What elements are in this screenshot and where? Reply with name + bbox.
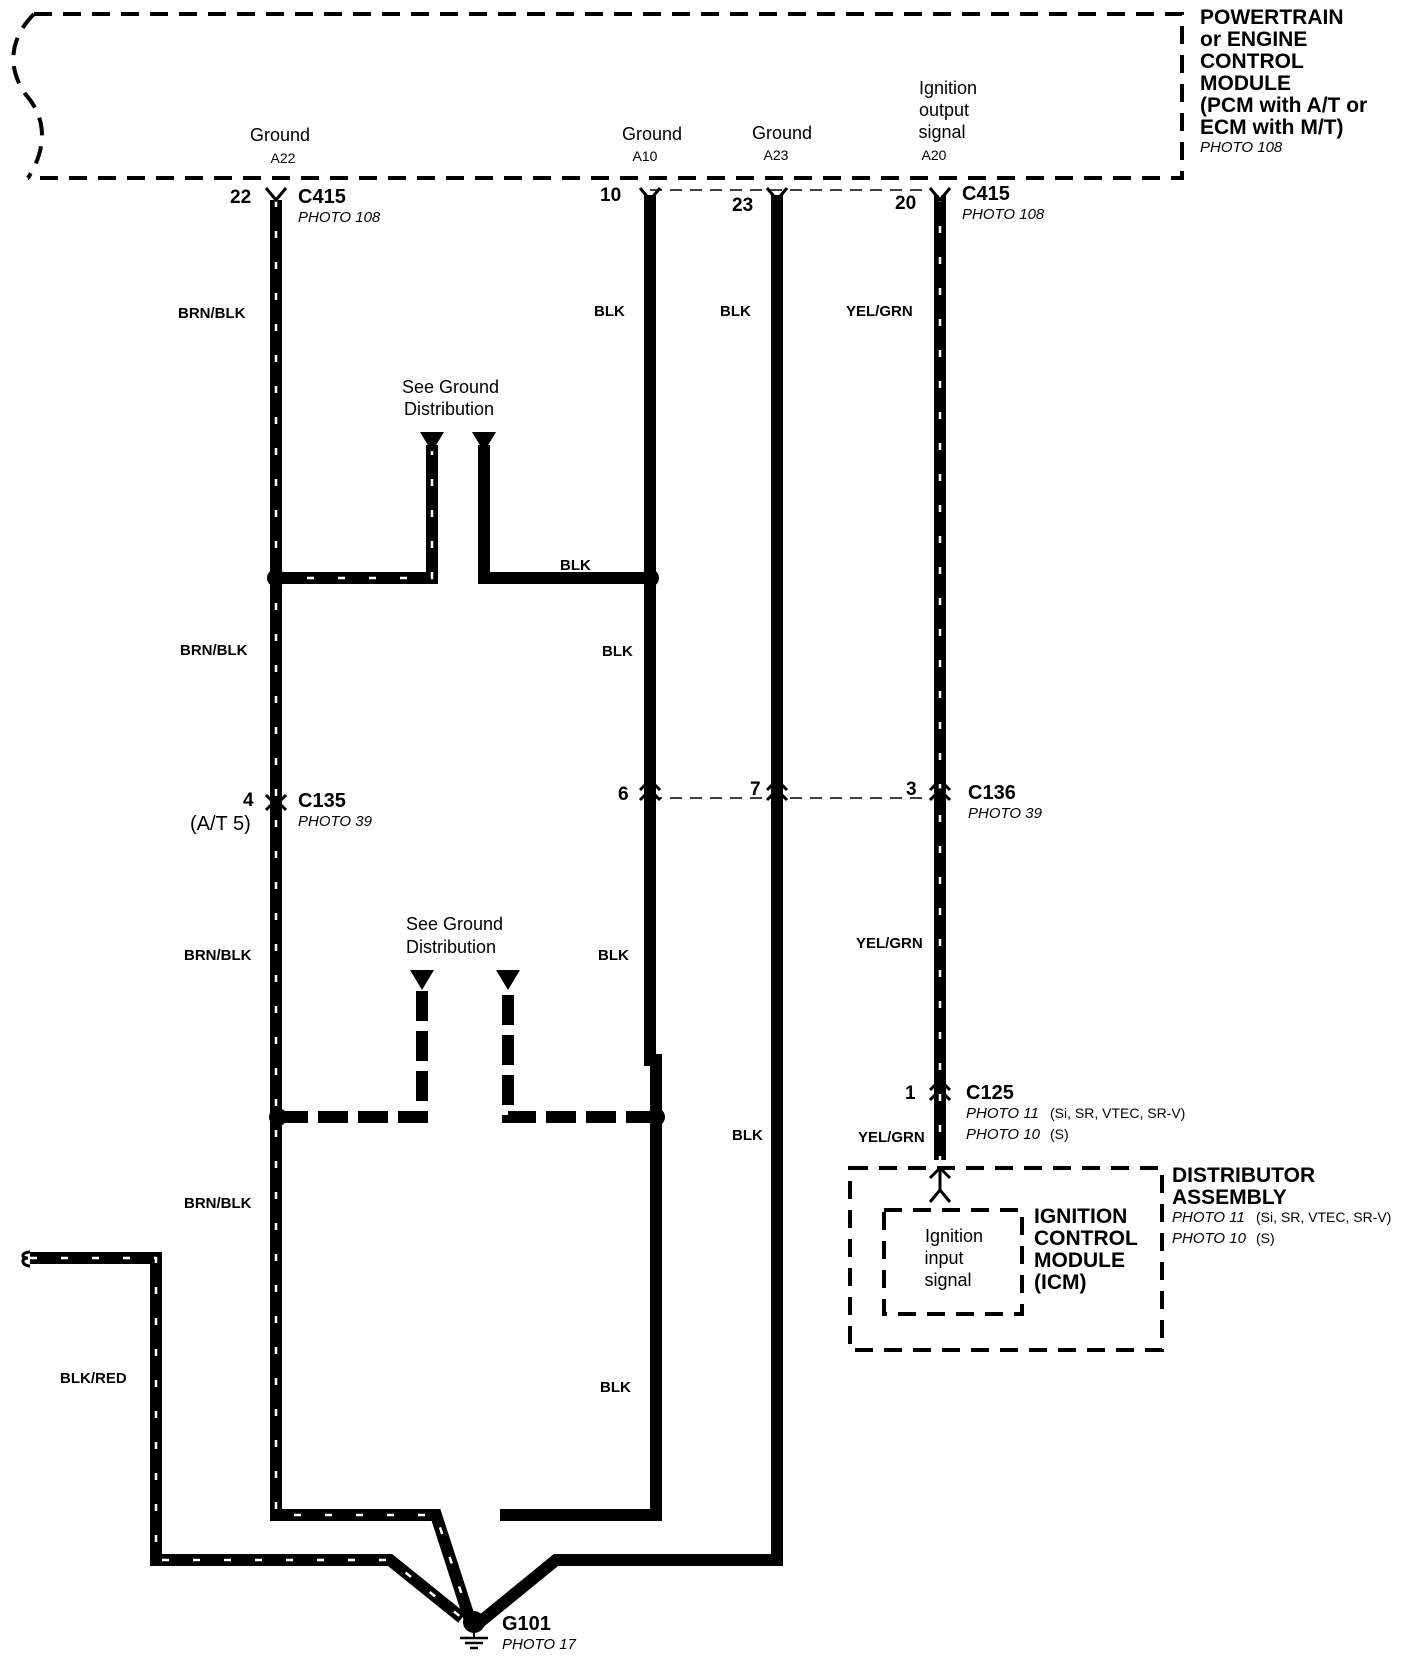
- c125-note-1: (Si, SR, VTEC, SR-V): [1050, 1105, 1185, 1121]
- pcm-title-line-6: ECM with M/T): [1200, 116, 1343, 139]
- connector-symbols: [264, 187, 952, 1180]
- pcm-title-line-3: CONTROL: [1200, 50, 1304, 73]
- pcm-photo: PHOTO 108: [1200, 139, 1283, 156]
- wire-upper-splice-left: [276, 445, 438, 584]
- pin-a20-name-line-2: output: [919, 100, 969, 120]
- c135-id: C135: [298, 790, 346, 812]
- wire-labels: BRN/BLK BRN/BLK BRN/BLK BRN/BLK BLK BLK …: [60, 303, 925, 1396]
- ground-g101: G101 PHOTO 17: [460, 1611, 577, 1653]
- wire-blk-red: [30, 1252, 466, 1623]
- c135-photo: PHOTO 39: [298, 813, 373, 830]
- pcm-outline: [11, 12, 1184, 191]
- pin-a10-name: Ground: [622, 124, 682, 144]
- label-blk-5: BLK: [720, 303, 751, 320]
- distributor-assembly: DISTRIBUTOR ASSEMBLY PHOTO 11 (Si, SR, V…: [848, 1164, 1391, 1352]
- icm-title-4: (ICM): [1034, 1271, 1086, 1294]
- wire-lower-splice-right: [502, 985, 656, 1123]
- icm-title-1: IGNITION: [1034, 1205, 1127, 1228]
- c415-left-photo: PHOTO 108: [298, 209, 381, 226]
- c136-id: C136: [968, 782, 1016, 804]
- c415-pin-23: 23: [732, 195, 753, 216]
- label-blk-splice: BLK: [560, 557, 591, 574]
- wire-blk-a23: [476, 195, 783, 1627]
- distributor-title-2: ASSEMBLY: [1172, 1186, 1287, 1209]
- splice-points: [267, 569, 665, 1126]
- ground-ref-upper-line-1: See Ground: [402, 377, 499, 397]
- pcm-title-line-1: POWERTRAIN: [1200, 6, 1344, 29]
- pcm-title-line-4: MODULE: [1200, 72, 1291, 95]
- pin-a22-code: A22: [271, 150, 296, 166]
- c125-pin: 1: [905, 1083, 916, 1104]
- wire-blk-a10: [500, 195, 662, 1521]
- c135-alt: (A/T 5): [190, 813, 251, 835]
- ground-id: G101: [502, 1613, 551, 1635]
- c415-pin-20: 20: [895, 193, 916, 214]
- pcm-title-line-2: or ENGINE: [1200, 28, 1307, 51]
- pin-a20-name-line-3: signal: [918, 122, 965, 142]
- c136-pin-3: 3: [906, 779, 917, 800]
- pcm-title-line-5: (PCM with A/T or: [1200, 94, 1367, 117]
- pin-a22-name: Ground: [250, 125, 310, 145]
- c136-photo: PHOTO 39: [968, 805, 1043, 822]
- label-brn-blk-2: BRN/BLK: [180, 642, 248, 659]
- label-yel-grn-1: YEL/GRN: [846, 303, 913, 320]
- label-blk-2: BLK: [602, 643, 633, 660]
- c125-photo-1: PHOTO 11: [966, 1105, 1039, 1122]
- c135-pin: 4: [243, 790, 254, 811]
- distributor-note-1: (Si, SR, VTEC, SR-V): [1256, 1209, 1391, 1225]
- c125-note-2: (S): [1050, 1126, 1069, 1142]
- label-yel-grn-2: YEL/GRN: [856, 935, 923, 952]
- c415-left-pin: 22: [230, 187, 251, 208]
- pin-a10-code: A10: [633, 148, 658, 164]
- ground-refs: See Ground Distribution See Ground Distr…: [402, 377, 503, 957]
- label-blk-4: BLK: [600, 1379, 631, 1396]
- distributor-title-1: DISTRIBUTOR: [1172, 1164, 1315, 1187]
- icm-input-line-3: signal: [924, 1270, 971, 1290]
- ground-photo: PHOTO 17: [502, 1636, 577, 1653]
- label-blk-6: BLK: [732, 1127, 763, 1144]
- pin-a20-code: A20: [922, 147, 947, 163]
- icm-input-line-2: input: [924, 1248, 963, 1268]
- label-blk-1: BLK: [594, 303, 625, 320]
- label-yel-grn-3: YEL/GRN: [858, 1129, 925, 1146]
- ground-ref-lower-line-2: Distribution: [406, 937, 496, 957]
- pin-a23-name: Ground: [752, 123, 812, 143]
- c415-right-photo: PHOTO 108: [962, 206, 1045, 223]
- pin-a23-code: A23: [764, 147, 789, 163]
- pin-a20-name-line-1: Ignition: [919, 78, 977, 98]
- label-brn-blk-3: BRN/BLK: [184, 947, 252, 964]
- ground-ref-lower-line-1: See Ground: [406, 914, 503, 934]
- wire-lower-splice-left: [278, 985, 428, 1123]
- pcm-pins: Ground A22 Ground A10 Ground A23 Ignitio…: [250, 78, 977, 166]
- connector-labels: 22 C415 PHOTO 108 10 23 20 C415 PHOTO 10…: [190, 183, 1185, 1143]
- icm-title-3: MODULE: [1034, 1249, 1125, 1272]
- c415-pin-10: 10: [600, 185, 621, 206]
- ground-icon: [463, 1611, 485, 1633]
- label-brn-blk-1: BRN/BLK: [178, 305, 246, 322]
- icm-input-line-1: Ignition: [925, 1226, 983, 1246]
- distributor-note-2: (S): [1256, 1230, 1275, 1246]
- label-blk-3: BLK: [598, 947, 629, 964]
- label-blk-red: BLK/RED: [60, 1370, 127, 1387]
- ground-ref-upper-line-2: Distribution: [404, 399, 494, 419]
- ground-ref-arrows: [410, 432, 520, 990]
- wires: [21, 195, 946, 1627]
- pcm-title: POWERTRAIN or ENGINE CONTROL MODULE (PCM…: [1200, 6, 1367, 156]
- c136-pin-7: 7: [750, 779, 761, 800]
- wire-upper-splice-right: [478, 445, 650, 584]
- c415-right-id: C415: [962, 183, 1010, 205]
- distributor-photo-2: PHOTO 10: [1172, 1230, 1247, 1247]
- icm-title-2: CONTROL: [1034, 1227, 1138, 1250]
- c415-left-id: C415: [298, 186, 346, 208]
- c136-pin-6: 6: [618, 784, 629, 805]
- c125-photo-2: PHOTO 10: [966, 1126, 1041, 1143]
- distributor-photo-1: PHOTO 11: [1172, 1209, 1245, 1226]
- label-brn-blk-4: BRN/BLK: [184, 1195, 252, 1212]
- c125-id: C125: [966, 1082, 1014, 1104]
